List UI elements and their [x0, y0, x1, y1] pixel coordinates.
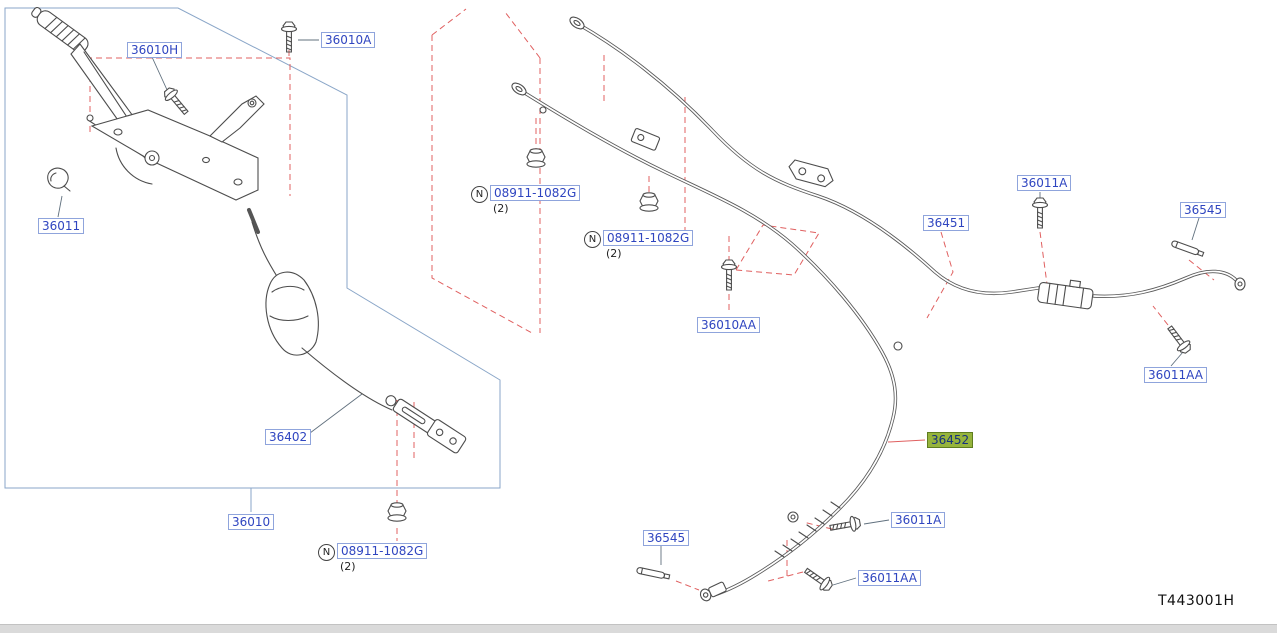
handbrake-lever-assembly-drawing [31, 6, 265, 201]
bolt-36010A-icon [280, 21, 298, 53]
pin-36545-bottom-icon [635, 566, 671, 581]
part-label-36011AA-top[interactable]: 36011AA [1144, 367, 1207, 383]
bolt-36011AA-bottom-icon [801, 563, 836, 595]
bolt-36011A-bottom-icon [828, 514, 862, 536]
label-leader-lines [57, 39, 1200, 586]
nut-prefix-icon-3: N [318, 544, 335, 561]
part-label-36452-highlighted[interactable]: 36452 [927, 432, 974, 448]
quantity-label-3: (2) [340, 560, 356, 573]
nut-prefix-icon-1: N [471, 186, 488, 203]
part-label-36011[interactable]: 36011 [38, 218, 85, 234]
part-label-36545-top[interactable]: 36545 [1180, 202, 1227, 218]
retainer-clip-drawing [47, 167, 71, 192]
part-label-36010A[interactable]: 36010A [321, 32, 376, 48]
part-label-36451[interactable]: 36451 [923, 215, 970, 231]
part-label-08911-1082G-1[interactable]: 08911-1082G [490, 185, 581, 201]
quantity-label-1: (2) [493, 202, 509, 215]
nut-08911-icon-1 [526, 148, 546, 168]
front-cable-drawing [247, 208, 467, 454]
fastener-icons [280, 21, 1205, 595]
part-label-36010H[interactable]: 36010H [127, 42, 183, 58]
bolt-36011AA-top-icon [1163, 322, 1195, 357]
nut-prefix-icon-2: N [584, 231, 601, 248]
part-label-36545-bottom[interactable]: 36545 [643, 530, 690, 546]
horizontal-scrollbar[interactable] [0, 624, 1277, 633]
part-label-36011A-bottom[interactable]: 36011A [891, 512, 946, 528]
bolt-36010AA-icon [720, 259, 738, 291]
part-label-36402[interactable]: 36402 [265, 429, 312, 445]
part-label-36011AA-bottom[interactable]: 36011AA [858, 570, 921, 586]
part-label-36011A-top[interactable]: 36011A [1017, 175, 1072, 191]
drawing-code: T443001H [1158, 593, 1235, 609]
rear-cable-right-drawing [567, 14, 1246, 310]
bolt-36010H-icon [160, 84, 193, 119]
part-label-08911-1082G-3[interactable]: 08911-1082G [337, 543, 428, 559]
nut-08911-icon-3 [387, 502, 407, 522]
part-label-36010[interactable]: 36010 [228, 514, 275, 530]
quantity-label-2: (2) [606, 247, 622, 260]
rear-cable-left-drawing [509, 80, 903, 602]
nut-08911-icon-2 [639, 192, 659, 212]
leader-36452 [887, 439, 926, 443]
part-label-36010AA[interactable]: 36010AA [697, 317, 760, 333]
front-section-outline [4, 7, 501, 489]
part-label-08911-1082G-2[interactable]: 08911-1082G [603, 230, 694, 246]
bolt-36011A-top-icon [1031, 197, 1049, 229]
pin-36545-top-icon [1170, 239, 1205, 258]
